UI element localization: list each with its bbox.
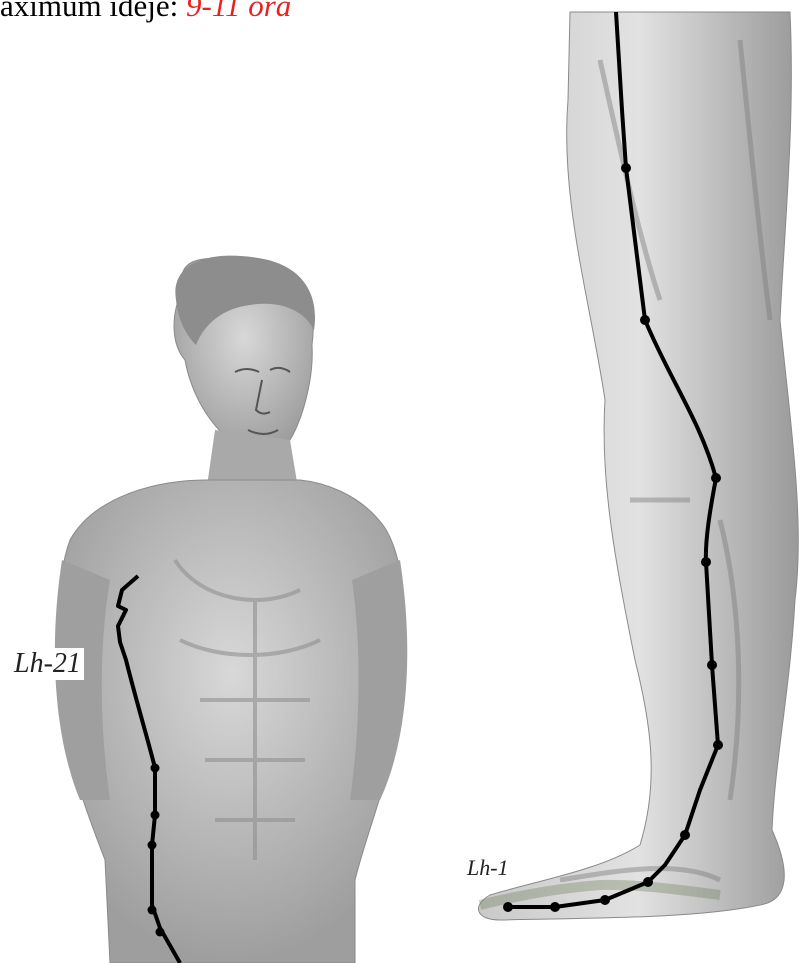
- left-arm-shape: [55, 560, 110, 800]
- torso-point: [151, 811, 160, 820]
- leg-point: [600, 895, 610, 905]
- leg-point: [550, 902, 560, 912]
- leg-point: [643, 877, 653, 887]
- torso-figure: [55, 256, 407, 963]
- torso-point: [148, 841, 157, 850]
- leg-point: [713, 740, 723, 750]
- torso-point: [148, 906, 157, 915]
- torso-shape: [59, 480, 405, 963]
- leg-point: [711, 473, 721, 483]
- point-label-lh21: Lh-21: [11, 648, 84, 680]
- leg-point: [640, 315, 650, 325]
- leg-point: [707, 660, 717, 670]
- leg-point: [701, 557, 711, 567]
- leg-point: [503, 902, 513, 912]
- leg-figure: [479, 12, 799, 920]
- leg-point: [680, 830, 690, 840]
- torso-point: [151, 764, 160, 773]
- point-label-lh1: Lh-1: [467, 855, 509, 881]
- leg-point: [621, 163, 631, 173]
- torso-point: [156, 928, 165, 937]
- right-arm-shape: [350, 560, 407, 800]
